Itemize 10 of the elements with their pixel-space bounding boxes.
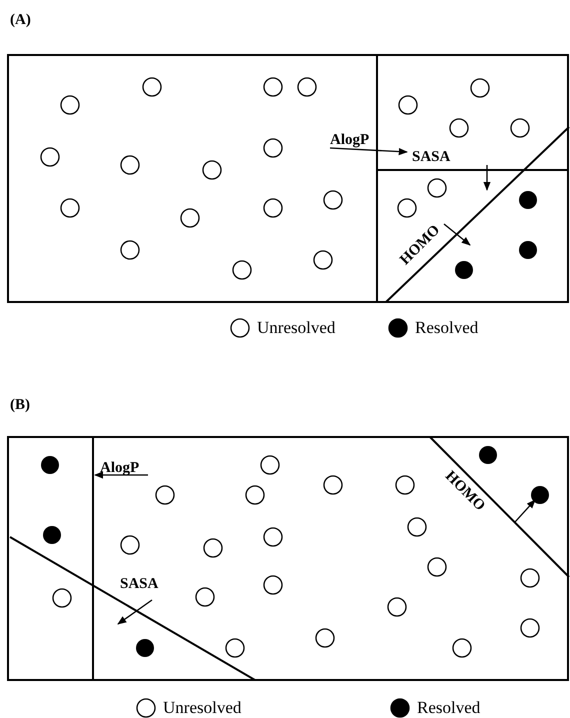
legend-text: Resolved <box>415 319 478 336</box>
panel-label: (B) <box>10 398 30 413</box>
split-label: AlogP <box>100 461 140 476</box>
legend-text: Unresolved <box>257 319 336 336</box>
legend-text: Unresolved <box>163 699 242 716</box>
panel-label: (A) <box>10 13 31 28</box>
split-label: SASA <box>412 150 450 165</box>
legend-text: Resolved <box>417 699 480 716</box>
split-label: SASA <box>120 577 158 592</box>
split-label: AlogP <box>330 133 370 148</box>
